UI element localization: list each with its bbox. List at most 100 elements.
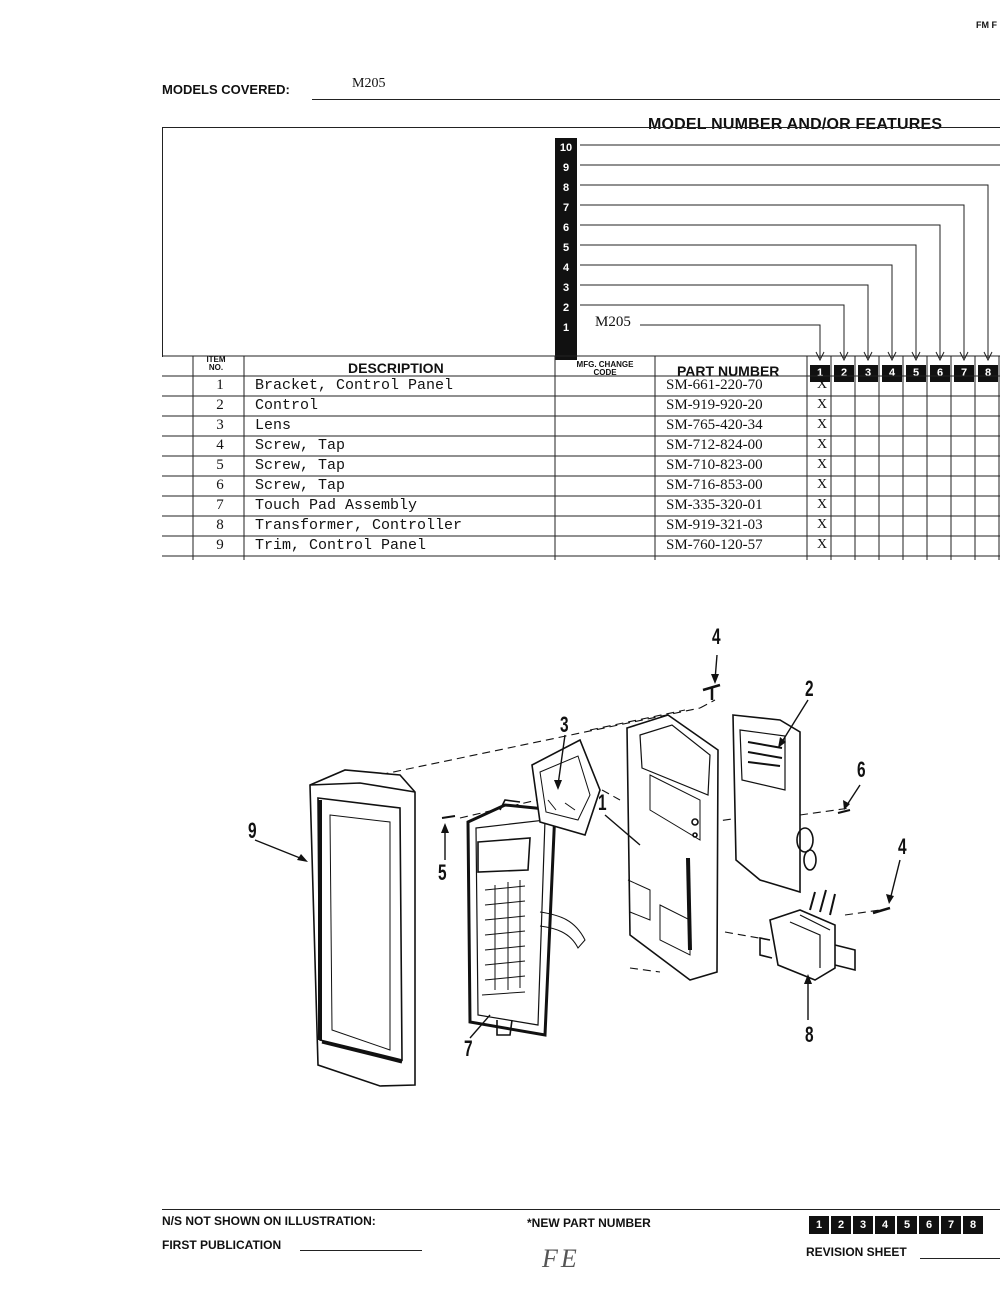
item-model-1-mark: X: [816, 477, 828, 492]
item-part-number: SM-919-920-20: [666, 397, 763, 413]
header-part-number: PART NUMBER: [677, 363, 780, 379]
item-number: 3: [216, 417, 224, 433]
header-description: DESCRIPTION: [348, 360, 444, 376]
callout-item-7: 7: [464, 1036, 473, 1061]
models-covered-value: M205: [352, 76, 386, 91]
item-model-1-mark: X: [816, 537, 828, 552]
footer-column-6: 6: [919, 1216, 939, 1234]
footer-column-7: 7: [941, 1216, 961, 1234]
revision-sheet-line: [920, 1258, 1000, 1259]
transformer-controller-part: [759, 889, 856, 981]
leader-arrow-1: [815, 351, 825, 362]
item-description: Trim, Control Panel: [255, 537, 427, 554]
callout-item-2: 2: [805, 676, 814, 701]
leader-line-2: [580, 304, 845, 358]
item-description: Screw, Tap: [255, 457, 346, 474]
footer-column-5: 5: [897, 1216, 917, 1234]
model-slot-3: 3: [562, 282, 570, 294]
model-slot-1: 1: [562, 322, 570, 334]
item-part-number: SM-760-120-57: [666, 537, 763, 553]
item-number: 8: [216, 517, 224, 533]
item-number: 7: [216, 497, 224, 513]
footer-column-3: 3: [853, 1216, 873, 1234]
leader-line-6: [580, 224, 941, 358]
model-column-7: 7: [954, 365, 974, 382]
item-model-1-mark: X: [816, 497, 828, 512]
item-part-number: SM-661-220-70: [666, 377, 763, 393]
leader-line-7: [580, 204, 965, 358]
first-publication-line: [300, 1250, 422, 1251]
item-description: Screw, Tap: [255, 437, 346, 454]
touch-pad-assembly-part: [466, 799, 586, 1037]
leader-line-5: [580, 244, 917, 358]
item-description: Touch Pad Assembly: [255, 497, 418, 514]
footer-column-1: 1: [809, 1216, 829, 1234]
lens-part: [531, 738, 601, 836]
leader-line-3: [580, 284, 869, 358]
features-title: MODEL NUMBER AND/OR FEATURES: [648, 116, 943, 133]
item-description: Lens: [255, 417, 292, 434]
model-column-2: 2: [834, 365, 854, 382]
callout-item-6: 6: [857, 757, 866, 782]
model-leader-lines: [580, 144, 1000, 362]
header-mfg-change-code: MFG. CHANGE CODE: [576, 360, 634, 377]
callout-item-9: 9: [248, 818, 257, 843]
item-description: Transformer, Controller: [255, 517, 463, 534]
item-model-1-mark: X: [816, 417, 828, 432]
leader-line-1: [640, 324, 821, 358]
model-column-5: 5: [906, 365, 926, 382]
model-column-3: 3: [858, 365, 878, 382]
item-description: Bracket, Control Panel: [255, 377, 454, 394]
exploded-view-illustration: [254, 654, 901, 1087]
item-part-number: SM-712-824-00: [666, 437, 763, 453]
item-number: 2: [216, 397, 224, 413]
leader-arrow-7: [959, 351, 969, 362]
table-top-border: [162, 127, 1000, 128]
item-number: 1: [216, 377, 224, 393]
screw-parts: [441, 683, 891, 915]
control-board-part: [732, 714, 817, 894]
item-number: 5: [216, 457, 224, 473]
model-slot-7: 7: [562, 202, 570, 214]
footer-first-publication: FIRST PUBLICATION: [162, 1238, 282, 1252]
leader-arrow-3: [863, 351, 873, 362]
header-item-no: ITEM NO.: [206, 355, 226, 372]
callout-item-4-top: 4: [712, 624, 721, 649]
model-slot-2: 2: [562, 302, 570, 314]
leader-line-8: [580, 184, 989, 358]
trim-control-panel-part: [309, 769, 416, 1087]
callout-item-5: 5: [438, 860, 447, 885]
item-model-1-mark: X: [816, 397, 828, 412]
leader-arrow-4: [887, 351, 897, 362]
item-part-number: SM-335-320-01: [666, 497, 763, 513]
model-slot-8: 8: [562, 182, 570, 194]
leader-line-9: [580, 164, 1000, 166]
item-part-number: SM-765-420-34: [666, 417, 763, 433]
parts-table-grid: [162, 355, 1000, 560]
footer-revision-sheet: REVISION SHEET: [806, 1245, 907, 1259]
leader-arrow-8: [983, 351, 993, 362]
model-slot-10: 10: [559, 142, 573, 154]
footer-column-8: 8: [963, 1216, 983, 1234]
item-description: Control: [255, 397, 319, 414]
footer-not-shown: N/S NOT SHOWN ON ILLUSTRATION:: [162, 1214, 376, 1228]
model-column-1: 1: [810, 365, 830, 382]
leader-arrow-6: [935, 351, 945, 362]
model-column-6: 6: [930, 365, 950, 382]
page-code: FM F: [976, 20, 997, 30]
leader-line-4: [580, 264, 893, 358]
model-slot-6: 6: [562, 222, 570, 234]
item-number: 6: [216, 477, 224, 493]
leader-line-10: [580, 144, 1000, 146]
handwritten-initials: FE: [542, 1244, 580, 1273]
item-number: 9: [216, 537, 224, 553]
model-1-name: M205: [595, 314, 631, 330]
callout-item-1: 1: [598, 790, 607, 815]
callout-item-8: 8: [805, 1022, 814, 1047]
item-model-1-mark: X: [816, 517, 828, 532]
model-slot-5: 5: [562, 242, 570, 254]
bracket-control-panel-part: [626, 714, 719, 981]
item-model-1-mark: X: [816, 457, 828, 472]
item-part-number: SM-919-321-03: [666, 517, 763, 533]
